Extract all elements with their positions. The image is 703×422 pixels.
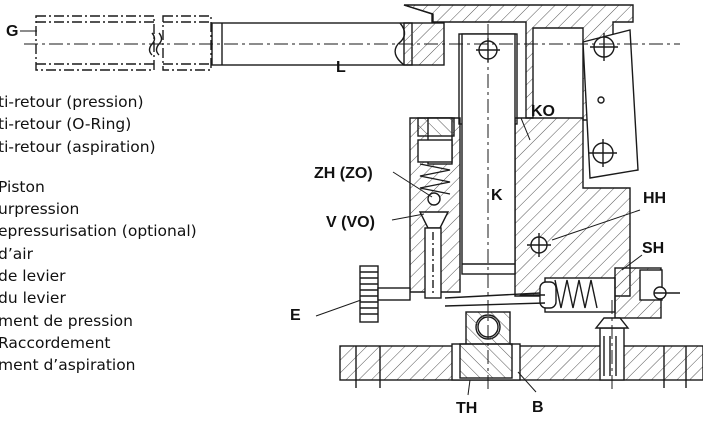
lever-handle bbox=[35, 15, 212, 71]
leader-lines bbox=[20, 30, 643, 396]
label-sh: SH bbox=[642, 240, 664, 257]
label-b: B bbox=[532, 399, 544, 416]
label-l: L bbox=[336, 59, 346, 76]
valve-spring-left bbox=[417, 139, 453, 299]
base-plate bbox=[339, 317, 703, 388]
legend-item: du levier bbox=[0, 289, 66, 308]
legend-item: Raccordement bbox=[0, 333, 111, 352]
label-e: E bbox=[290, 307, 301, 324]
legend-item: urpression bbox=[0, 200, 80, 219]
parts-legend: ti-retour (pression) ti-retour (O-Ring) … bbox=[0, 91, 197, 377]
callout-labels: G L KO ZH (ZO) K V (VO) HH SH E TH B bbox=[6, 23, 666, 417]
adjust-knob bbox=[359, 265, 411, 323]
legend-item: Piston bbox=[0, 177, 45, 196]
legend-item: d’air bbox=[0, 244, 33, 263]
label-th: TH bbox=[456, 400, 477, 417]
legend-item: ti-retour (pression) bbox=[0, 93, 144, 111]
legend-item: epressurisation (optional) bbox=[0, 222, 197, 241]
legend-item: ti-retour (aspiration) bbox=[0, 137, 156, 156]
label-g: G bbox=[6, 23, 18, 40]
label-v: V (VO) bbox=[326, 214, 375, 231]
legend-item: ment de pression bbox=[0, 311, 133, 330]
pressure-valve bbox=[520, 267, 680, 319]
label-ko: KO bbox=[531, 103, 555, 120]
label-hh: HH bbox=[643, 190, 666, 207]
legend-item: de levier bbox=[0, 267, 66, 286]
label-k: K bbox=[491, 187, 503, 204]
label-zh: ZH (ZO) bbox=[314, 165, 373, 182]
legend-item: ment d’aspiration bbox=[0, 356, 136, 375]
swing-link bbox=[582, 29, 639, 179]
legend-item: ti-retour (O-Ring) bbox=[0, 115, 132, 134]
center-lines bbox=[24, 24, 680, 390]
